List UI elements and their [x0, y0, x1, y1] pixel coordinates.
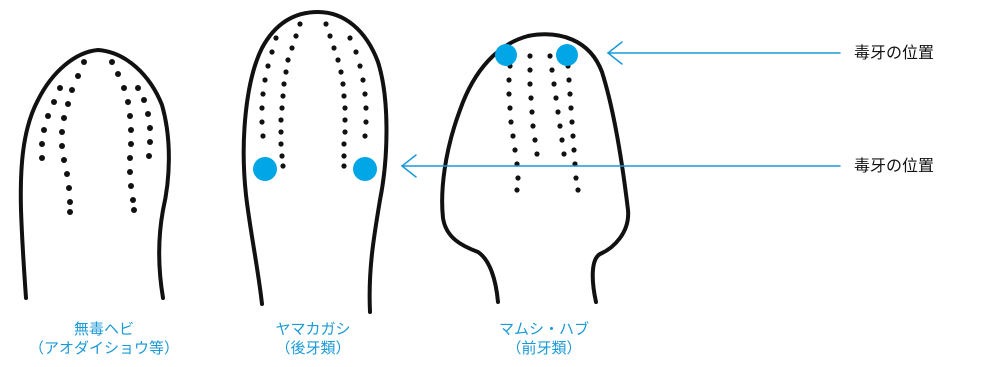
- caption-example: （アオダイショウ等）: [28, 339, 179, 357]
- tooth-rows: [259, 21, 369, 169]
- head-outline: [18, 48, 171, 300]
- arrow-front-fang: [606, 41, 841, 65]
- caption-name: マムシ・ハブ: [498, 320, 589, 338]
- non-venomous-head: [18, 48, 171, 300]
- tooth-rows: [506, 53, 581, 193]
- tooth-rows: [39, 59, 153, 215]
- fang-left: [253, 157, 277, 181]
- front-fanged-head: [440, 32, 631, 304]
- fang-left: [495, 44, 517, 66]
- fang-right: [556, 44, 578, 66]
- arrow-rear-fang: [400, 154, 841, 178]
- caption-name: 無毒ヘビ: [73, 320, 134, 338]
- callout-label-rear-fang: 毒牙の位置: [854, 156, 935, 175]
- head-outline: [241, 10, 389, 314]
- caption-example: （前牙類）: [506, 339, 582, 357]
- caption-non-venomous: 無毒ヘビ （アオダイショウ等）: [14, 320, 194, 358]
- caption-rear-fanged: ヤマカガシ （後牙類）: [233, 320, 393, 358]
- caption-example: （後牙類）: [275, 339, 351, 357]
- caption-front-fanged: マムシ・ハブ （前牙類）: [459, 320, 629, 358]
- head-outline: [440, 32, 631, 304]
- rear-fanged-head: [241, 10, 389, 314]
- callout-label-front-fang: 毒牙の位置: [854, 43, 935, 62]
- fang-right: [353, 157, 377, 181]
- caption-name: ヤマカガシ: [275, 320, 351, 338]
